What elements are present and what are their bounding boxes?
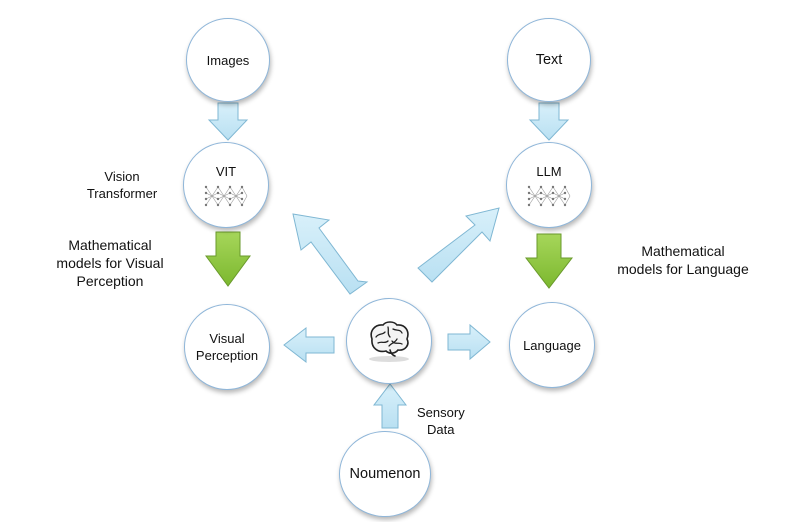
arrow-brain-to-vit	[292, 213, 369, 295]
language-label: Language	[523, 337, 581, 353]
vision-transformer-line1: Vision	[104, 169, 140, 184]
vit-label: VIT	[215, 163, 237, 179]
brain-node	[346, 298, 432, 384]
images-node: Images	[186, 18, 270, 102]
neural-network-icon	[204, 185, 248, 206]
visual-models-line2: models for Visual	[56, 255, 164, 271]
noumenon-label: Noumenon	[349, 465, 421, 482]
arrow-brain-to-language	[447, 323, 491, 361]
arrow-images-to-vit	[207, 102, 249, 141]
noumenon-node: Noumenon	[339, 431, 431, 517]
visual-models-line3: Perception	[76, 273, 144, 289]
visual-perception-label-line1: Visual	[209, 331, 245, 346]
vit-node: VIT	[183, 142, 269, 228]
vision-transformer-line2: Transformer	[86, 186, 158, 201]
vision-transformer-annotation: Vision Transformer	[72, 168, 172, 202]
arrow-noumenon-to-brain	[372, 383, 408, 429]
visual-perception-label-line2: Perception	[195, 348, 259, 363]
llm-label: LLM	[536, 163, 562, 179]
sensory-data-line1: Sensory	[417, 405, 465, 420]
visual-models-annotation: Mathematical models for Visual Perceptio…	[40, 236, 180, 290]
sensory-data-line2: Data	[427, 422, 455, 437]
neural-network-icon	[527, 185, 571, 206]
arrow-llm-to-language	[524, 233, 574, 289]
visual-perception-node: Visual Perception	[184, 304, 270, 390]
text-label: Text	[535, 51, 563, 68]
sensory-data-annotation: Sensory Data	[417, 404, 487, 438]
language-node: Language	[509, 302, 595, 388]
arrow-text-to-llm	[528, 102, 570, 141]
language-models-annotation: Mathematical models for Language	[598, 242, 768, 278]
images-label: Images	[206, 52, 250, 68]
text-node: Text	[507, 18, 591, 102]
brain-icon	[369, 321, 409, 362]
visual-models-line1: Mathematical	[68, 237, 152, 253]
language-models-line2: models for Language	[617, 261, 749, 277]
arrow-vit-to-visual-perception	[205, 231, 251, 287]
arrow-brain-to-llm	[417, 207, 500, 283]
language-models-line1: Mathematical	[641, 243, 725, 259]
arrow-brain-to-visual-perception	[283, 326, 335, 364]
llm-node: LLM	[506, 142, 592, 228]
